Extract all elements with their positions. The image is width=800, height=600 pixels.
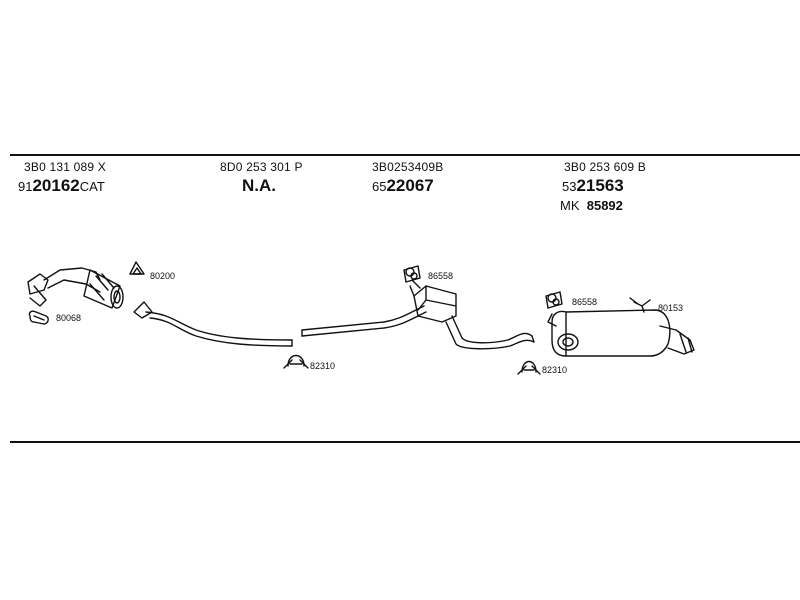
oe-number: 8D0 253 301 P xyxy=(220,160,303,174)
clamp-82310-front xyxy=(283,354,309,369)
label-86558-rear: 86558 xyxy=(572,297,597,307)
header-front-pipe: 8D0 253 301 P N.A. xyxy=(220,160,303,196)
catalytic-converter xyxy=(27,267,124,309)
mounting-kit-number: MK 85892 xyxy=(560,198,623,213)
gasket-80068 xyxy=(28,310,49,325)
header-rear-silencer: 3B0 253 609 B 5321563 MK 85892 xyxy=(560,160,647,213)
top-rule xyxy=(10,154,800,156)
label-82310-rear: 82310 xyxy=(542,365,567,375)
oe-number: 3B0 253 609 B xyxy=(564,160,647,174)
availability-status: N.A. xyxy=(242,176,276,195)
rubber-mount-86558-rear xyxy=(545,291,563,309)
middle-silencer xyxy=(409,279,535,350)
bracket-80153 xyxy=(629,297,651,313)
rear-silencer xyxy=(547,309,695,357)
front-pipe xyxy=(133,301,293,347)
label-86558-middle: 86558 xyxy=(428,271,453,281)
part-number: 6522067 xyxy=(372,176,434,195)
label-82310-front: 82310 xyxy=(310,361,335,371)
intermediate-pipe xyxy=(301,305,427,337)
part-number: 9120162CAT xyxy=(18,176,105,195)
label-80153: 80153 xyxy=(658,303,683,313)
clamp-82310-rear xyxy=(517,360,541,375)
label-80068: 80068 xyxy=(56,313,81,323)
part-number: 5321563 xyxy=(562,176,624,195)
rubber-mount-86558-middle xyxy=(403,265,421,283)
oe-number: 3B0253409B xyxy=(372,160,444,174)
gasket-80200 xyxy=(129,261,145,275)
header-middle-silencer: 3B0253409B 6522067 xyxy=(372,160,443,196)
bottom-rule xyxy=(10,441,800,443)
oe-number: 3B0 131 089 X xyxy=(24,160,107,174)
header-catalytic-converter: 3B0 131 089 X 9120162CAT xyxy=(18,160,107,196)
label-80200: 80200 xyxy=(150,271,175,281)
